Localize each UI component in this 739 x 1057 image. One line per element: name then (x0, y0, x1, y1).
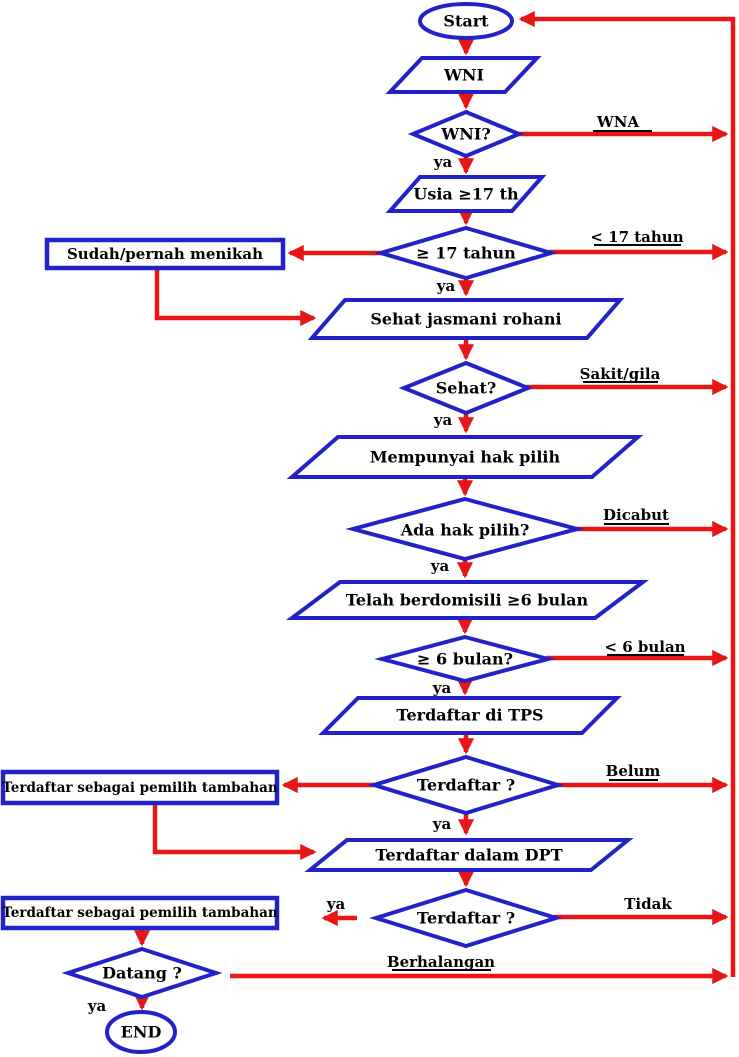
ya-label-hak: ya (430, 557, 450, 575)
sehat-label: Sehat jasmani rohani (370, 310, 561, 329)
menikah-label: Sudah/pernah menikah (67, 245, 263, 263)
ya-label-datang: ya (87, 997, 107, 1015)
hak-pilih-decision-diamond (345, 496, 585, 562)
arrow-return-to-start (518, 10, 736, 977)
ya-label-usia: ya (436, 277, 456, 295)
domisili-parallelogram (286, 580, 649, 620)
arrow-tambahan1-to-dpt (152, 803, 317, 861)
ya-label-domisili: ya (432, 679, 452, 697)
berhalangan-branch-label: Berhalangan (387, 953, 495, 971)
wni-label: WNI (443, 66, 484, 85)
wni-decision-diamond (407, 109, 525, 159)
domisili-decision-diamond (374, 634, 556, 684)
ya-label-wni: ya (433, 153, 453, 171)
pemilih-tambahan-rect-2 (0, 895, 280, 931)
terdaftar-decision-diamond-2 (369, 887, 563, 949)
usia-question-label: ≥ 17 tahun (416, 244, 516, 263)
pemilih-tambahan-rect-1 (0, 769, 280, 806)
lt17tahun-branch-label: < 17 tahun (590, 228, 683, 246)
hak-pilih-parallelogram (286, 435, 644, 479)
end-label: END (121, 1023, 162, 1042)
wni-question-label: WNI? (440, 125, 490, 144)
end-node (105, 1010, 177, 1054)
terdaftar-decision-diamond-1 (367, 754, 565, 816)
pemilih-tambahan-label-1: Terdaftar sebagai pemilih tambahan (2, 780, 278, 796)
tidak-branch-label: Tidak (624, 895, 672, 913)
domisili-label: Telah berdomisili ≥6 bulan (346, 591, 589, 610)
ya-label-terdaftar1: ya (432, 815, 452, 833)
tps-label: Terdaftar di TPS (396, 706, 543, 725)
tps-parallelogram (318, 696, 622, 735)
start-label: Start (443, 12, 489, 31)
terdaftar-question-label-1: Terdaftar ? (417, 776, 515, 795)
menikah-rect (44, 237, 286, 271)
pemilih-tambahan-label-2: Terdaftar sebagai pemilih tambahan (2, 905, 278, 921)
usia-parallelogram (385, 175, 547, 213)
datang-decision-diamond (61, 946, 223, 1000)
sakit-gila-branch-label: Sakit/gila (580, 365, 661, 383)
dpt-label: Terdaftar dalam DPT (375, 846, 562, 865)
ya-label-terdaftar2: ya (326, 895, 346, 913)
wna-branch-label: WNA (596, 113, 640, 131)
hak-pilih-label: Mempunyai hak pilih (370, 448, 561, 467)
usia-label: Usia ≥17 th (413, 185, 519, 204)
hak-pilih-question-label: Ada hak pilih? (400, 521, 530, 540)
wni-parallelogram (385, 56, 542, 94)
ya-label-sehat: ya (433, 411, 453, 429)
dicabut-branch-label: Dicabut (603, 506, 669, 524)
sehat-question-label: Sehat? (436, 379, 497, 398)
lt6bulan-branch-label: < 6 bulan (604, 638, 685, 656)
domisili-question-label: ≥ 6 bulan? (417, 650, 513, 669)
belum-branch-label: Belum (606, 762, 661, 780)
start-node (418, 2, 514, 40)
sehat-decision-diamond (398, 360, 534, 416)
datang-question-label: Datang ? (102, 964, 182, 983)
arrow-menikah-to-sehat (154, 268, 317, 327)
terdaftar-question-label-2: Terdaftar ? (417, 909, 515, 928)
dpt-parallelogram (304, 838, 634, 872)
usia-decision-diamond (373, 225, 559, 281)
sehat-parallelogram (307, 298, 625, 340)
